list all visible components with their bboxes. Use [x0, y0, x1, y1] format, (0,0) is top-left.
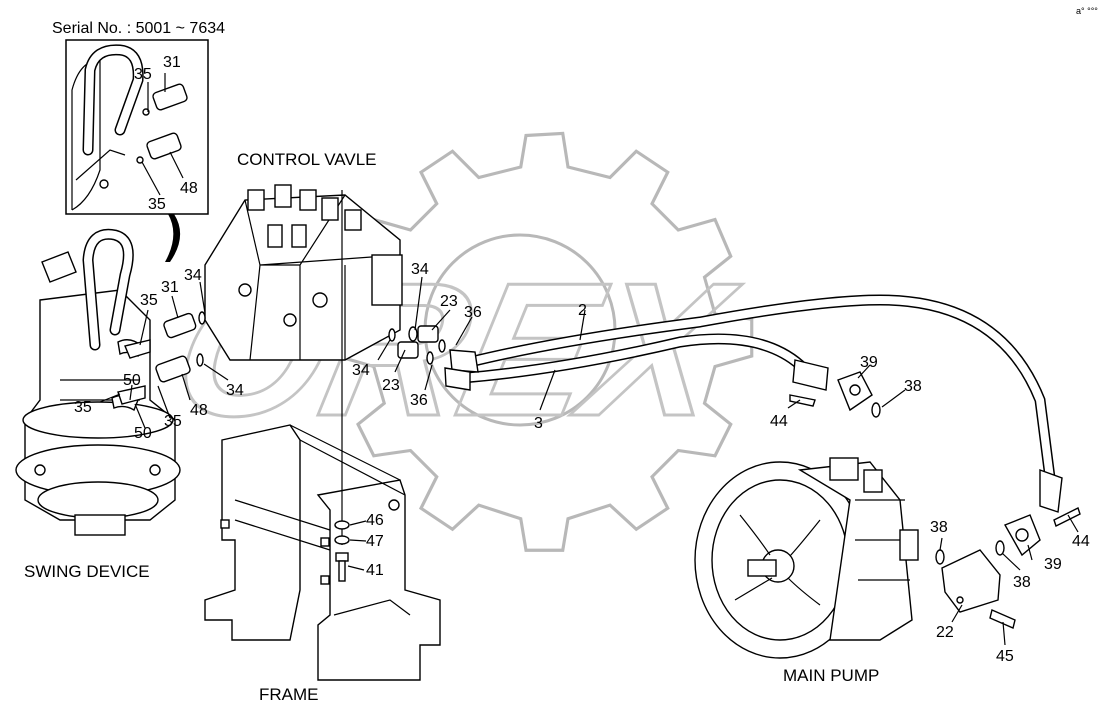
control-valve: [204, 184, 403, 361]
callout-48-inset: 48: [180, 180, 198, 197]
callout-35-lower: 35: [164, 413, 182, 430]
callout-50-upper: 50: [123, 372, 141, 389]
callout-38-upper: 38: [904, 378, 922, 395]
callout-46: 46: [366, 512, 384, 529]
callout-31: 31: [161, 279, 179, 296]
callout-50-lower: 50: [134, 425, 152, 442]
callout-3: 3: [534, 415, 543, 432]
callout-41: 41: [366, 562, 384, 579]
callout-34-upper-right: 34: [411, 261, 429, 278]
caption-frame: FRAME: [259, 685, 319, 704]
inset-detail-drawing: [71, 44, 188, 211]
leader-lines: [99, 73, 1079, 646]
callout-44-upper: 44: [770, 413, 788, 430]
caption-swing-device: SWING DEVICE: [24, 562, 150, 581]
callout-38-pump-left: 38: [930, 519, 948, 536]
frame-fasteners: [334, 190, 350, 582]
callout-38-pump-right: 38: [1013, 574, 1031, 591]
caption-control-valve: CONTROL VAVLE: [237, 150, 377, 169]
callout-47: 47: [366, 533, 384, 550]
callout-36-upper: 36: [464, 304, 482, 321]
callout-35-mid: 35: [74, 399, 92, 416]
callout-35-upper: 35: [140, 292, 158, 309]
callout-22: 22: [936, 624, 954, 641]
callout-2: 2: [578, 302, 587, 319]
callout-35-inset-top: 35: [134, 66, 152, 83]
callout-44-lower: 44: [1072, 533, 1090, 550]
inset-arrow: [165, 214, 181, 262]
upper-flange: [789, 371, 881, 418]
callout-34-lower-left: 34: [226, 382, 244, 399]
callout-31-inset: 31: [163, 54, 181, 71]
main-pump: [694, 457, 919, 659]
pump-fittings: [935, 507, 1081, 629]
valve-fittings: [117, 311, 446, 405]
callout-35-inset-bottom: 35: [148, 196, 166, 213]
callout-45: 45: [996, 648, 1014, 665]
hose-assembly: [444, 294, 1063, 513]
callout-34-mid: 34: [352, 362, 370, 379]
caption-main-pump: MAIN PUMP: [783, 666, 879, 685]
callout-39-lower: 39: [1044, 556, 1062, 573]
callout-36-lower: 36: [410, 392, 428, 409]
callout-39-upper: 39: [860, 354, 878, 371]
callout-labels: 31 35 48 35 31 34 35 50 35 50 48 35 34 3…: [74, 54, 1090, 665]
callout-23-lower: 23: [382, 377, 400, 394]
callout-23-upper: 23: [440, 293, 458, 310]
corner-mark: a° °°°: [1076, 6, 1098, 16]
callout-34-upper-left: 34: [184, 267, 202, 284]
swing-device: [15, 228, 181, 536]
serial-number-note: Serial No. : 5001 ~ 7634: [52, 20, 225, 37]
callout-48: 48: [190, 402, 208, 419]
frame: [204, 424, 441, 681]
